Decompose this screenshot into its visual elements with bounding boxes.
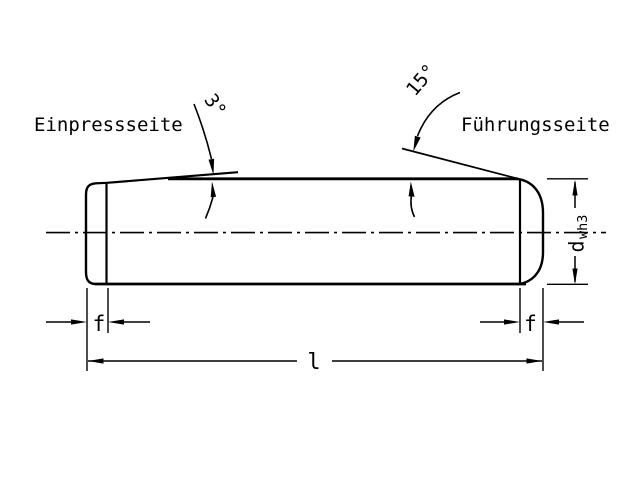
arc-3deg-lower	[204, 196, 214, 219]
angle-arcs	[193, 91, 461, 219]
arrow-3deg-lower	[210, 181, 217, 198]
pin-outline	[84, 147, 545, 286]
arrow-d-bottom	[572, 268, 578, 285]
arc-15deg-upper	[416, 91, 461, 137]
arrow-3deg-upper	[208, 158, 215, 175]
guide-side-chamfer-line	[401, 147, 519, 180]
arrow-15deg-upper	[413, 135, 421, 152]
arc-15deg-lower	[410, 194, 416, 218]
diameter-dim-label: d wh3	[565, 215, 592, 253]
arrowheads	[71, 135, 578, 364]
guide-side-label: Führungsseite	[461, 114, 610, 136]
arrow-f-left-outer	[71, 319, 87, 325]
arrow-15deg-lower	[408, 181, 415, 197]
arrow-f-right-inner	[504, 319, 520, 325]
arrow-f-right-outer	[543, 319, 559, 325]
dimension-lines	[46, 182, 584, 362]
arrow-l-right	[526, 358, 542, 364]
extension-lines	[86, 178, 588, 371]
arrow-l-left	[88, 358, 104, 364]
arrow-f-left-inner	[108, 319, 124, 325]
length-dim-label: l	[307, 350, 320, 375]
diameter-subscript: wh3	[575, 215, 591, 239]
diameter-symbol: d	[565, 240, 589, 252]
press-side-label: Einpressseite	[34, 114, 183, 136]
chamfer-dim-label-right: f	[524, 312, 537, 336]
press-angle-label: 3°	[199, 90, 230, 121]
arrow-d-top	[572, 179, 578, 196]
pin-left-end-face	[84, 182, 96, 286]
guide-angle-label: 15°	[402, 60, 441, 100]
arc-3deg-upper	[193, 103, 213, 160]
chamfer-dim-label-left: f	[93, 312, 106, 336]
